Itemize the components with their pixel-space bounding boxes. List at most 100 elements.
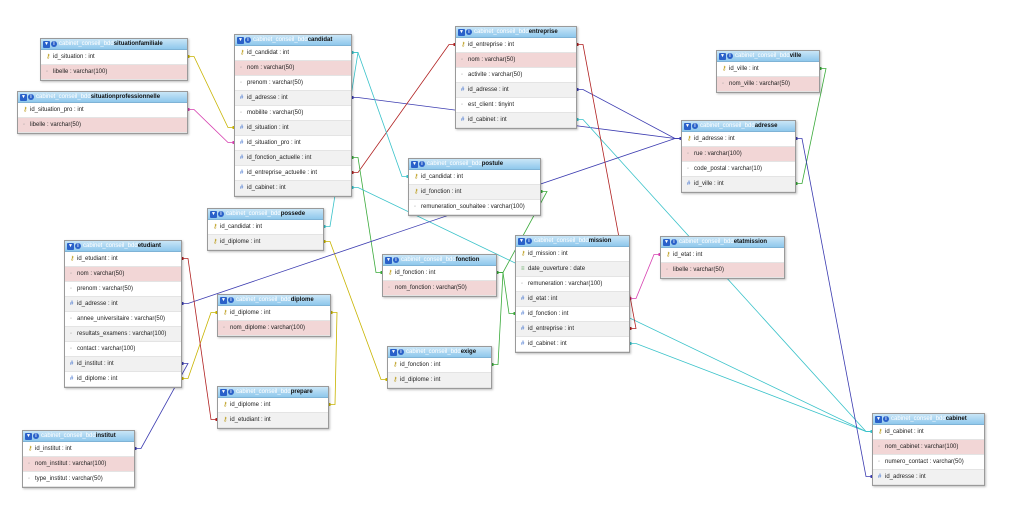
column-row-id-entreprise[interactable]: ⚷id_entreprise : int bbox=[456, 38, 576, 53]
column-row-libelle[interactable]: ◦libelle : varchar(50) bbox=[18, 118, 187, 133]
collapse-toggle-icon[interactable]: ▼ bbox=[663, 238, 670, 246]
collapse-toggle-icon[interactable]: ▼ bbox=[385, 256, 392, 264]
collapse-toggle-icon[interactable]: ▼ bbox=[719, 52, 726, 60]
column-row-id-etudiant[interactable]: ⚷id_etudiant : int bbox=[65, 252, 181, 267]
column-row-id-adresse[interactable]: ⚷id_adresse : int bbox=[682, 132, 795, 147]
column-row-id-candidat[interactable]: ⚷id_candidat : int bbox=[235, 46, 351, 61]
column-row-id-mission[interactable]: ⚷id_mission : int bbox=[516, 247, 629, 262]
column-row-id-cabinet[interactable]: ⚷id_cabinet : int bbox=[873, 425, 984, 440]
info-icon[interactable]: i bbox=[245, 37, 251, 43]
column-row-id-situation[interactable]: ⚷id_situation : int bbox=[41, 50, 187, 65]
collapse-toggle-icon[interactable]: ▼ bbox=[518, 237, 525, 245]
collapse-toggle-icon[interactable]: ▼ bbox=[458, 28, 465, 36]
info-icon[interactable]: i bbox=[671, 239, 677, 245]
column-row-date-ouverture[interactable]: ≡date_ouverture : date bbox=[516, 262, 629, 277]
collapse-toggle-icon[interactable]: ▼ bbox=[411, 160, 418, 168]
info-icon[interactable]: i bbox=[692, 123, 698, 129]
column-row-id-fonction-actuelle[interactable]: #id_fonction_actuelle : int bbox=[235, 151, 351, 166]
column-row-est-client[interactable]: ◦est_client : tinyint bbox=[456, 98, 576, 113]
info-icon[interactable]: i bbox=[51, 41, 57, 47]
column-row-id-adresse[interactable]: #id_adresse : int bbox=[65, 297, 181, 312]
collapse-toggle-icon[interactable]: ▼ bbox=[43, 40, 50, 48]
column-row-contact[interactable]: ◦contact : varchar(100) bbox=[65, 342, 181, 357]
column-row-nom-fonction[interactable]: ◦nom_fonction : varchar(50) bbox=[383, 281, 496, 296]
column-row-id-cabinet[interactable]: #id_cabinet : int bbox=[516, 337, 629, 352]
column-row-nom[interactable]: ◦nom : varchar(50) bbox=[65, 267, 181, 282]
collapse-toggle-icon[interactable]: ▼ bbox=[67, 242, 74, 250]
column-row-id-diplome[interactable]: ⚷id_diplome : int bbox=[218, 306, 330, 321]
column-row-id-fonction[interactable]: ⚷id_fonction : int bbox=[383, 266, 496, 281]
column-row-id-etudiant[interactable]: ⚷id_etudiant : int bbox=[218, 413, 328, 428]
collapse-toggle-icon[interactable]: ▼ bbox=[220, 296, 227, 304]
info-icon[interactable]: i bbox=[466, 29, 472, 35]
column-row-libelle[interactable]: ◦libelle : varchar(50) bbox=[661, 263, 784, 278]
column-row-nom[interactable]: ◦nom : varchar(50) bbox=[235, 61, 351, 76]
column-row-id-situation[interactable]: #id_situation : int bbox=[235, 121, 351, 136]
column-row-id-cabinet[interactable]: #id_cabinet : int bbox=[456, 113, 576, 128]
column-row-resultats-examens[interactable]: ◦resultats_examens : varchar(100) bbox=[65, 327, 181, 342]
column-row-nom-ville[interactable]: ◦nom_ville : varchar(50) bbox=[717, 77, 819, 92]
column-row-id-institut[interactable]: ⚷id_institut : int bbox=[23, 442, 134, 457]
column-row-mobilite[interactable]: ◦mobilite : varchar(50) bbox=[235, 106, 351, 121]
info-icon[interactable]: i bbox=[398, 349, 404, 355]
column-row-remuneration[interactable]: ◦remuneration : varchar(100) bbox=[516, 277, 629, 292]
column-row-id-diplome[interactable]: ⚷id_diplome : int bbox=[388, 373, 491, 388]
collapse-toggle-icon[interactable]: ▼ bbox=[25, 432, 32, 440]
column-row-activite[interactable]: ◦activite : varchar(50) bbox=[456, 68, 576, 83]
column-row-libelle[interactable]: ◦libelle : varchar(100) bbox=[41, 65, 187, 80]
info-icon[interactable]: i bbox=[228, 389, 234, 395]
info-icon[interactable]: i bbox=[28, 94, 34, 100]
info-icon[interactable]: i bbox=[526, 238, 532, 244]
column-row-id-institut[interactable]: #id_institut : int bbox=[65, 357, 181, 372]
column-row-type-institut[interactable]: ◦type_institut : varchar(50) bbox=[23, 472, 134, 487]
collapse-toggle-icon[interactable]: ▼ bbox=[684, 122, 691, 130]
column-row-id-adresse[interactable]: #id_adresse : int bbox=[873, 470, 984, 485]
collapse-toggle-icon[interactable]: ▼ bbox=[237, 36, 244, 44]
column-row-id-candidat[interactable]: ⚷id_candidat : int bbox=[208, 220, 323, 235]
column-row-id-etat[interactable]: #id_etat : int bbox=[516, 292, 629, 307]
column-row-id-entreprise[interactable]: #id_entreprise : int bbox=[516, 322, 629, 337]
column-row-rue[interactable]: ◦rue : varchar(100) bbox=[682, 147, 795, 162]
column-row-id-ville[interactable]: ⚷id_ville : int bbox=[717, 62, 819, 77]
info-icon[interactable]: i bbox=[727, 53, 733, 59]
column-row-id-diplome[interactable]: #id_diplome : int bbox=[65, 372, 181, 387]
collapse-toggle-icon[interactable]: ▼ bbox=[220, 388, 227, 396]
column-row-prenom[interactable]: ◦prenom : varchar(50) bbox=[235, 76, 351, 91]
info-icon[interactable]: i bbox=[218, 211, 224, 217]
column-row-code-postal[interactable]: ◦code_postal : varchar(10) bbox=[682, 162, 795, 177]
info-icon[interactable]: i bbox=[419, 161, 425, 167]
column-row-annee-universitaire[interactable]: ◦annee_universitaire : varchar(50) bbox=[65, 312, 181, 327]
collapse-toggle-icon[interactable]: ▼ bbox=[210, 210, 217, 218]
column-row-id-candidat[interactable]: ⚷id_candidat : int bbox=[409, 170, 540, 185]
